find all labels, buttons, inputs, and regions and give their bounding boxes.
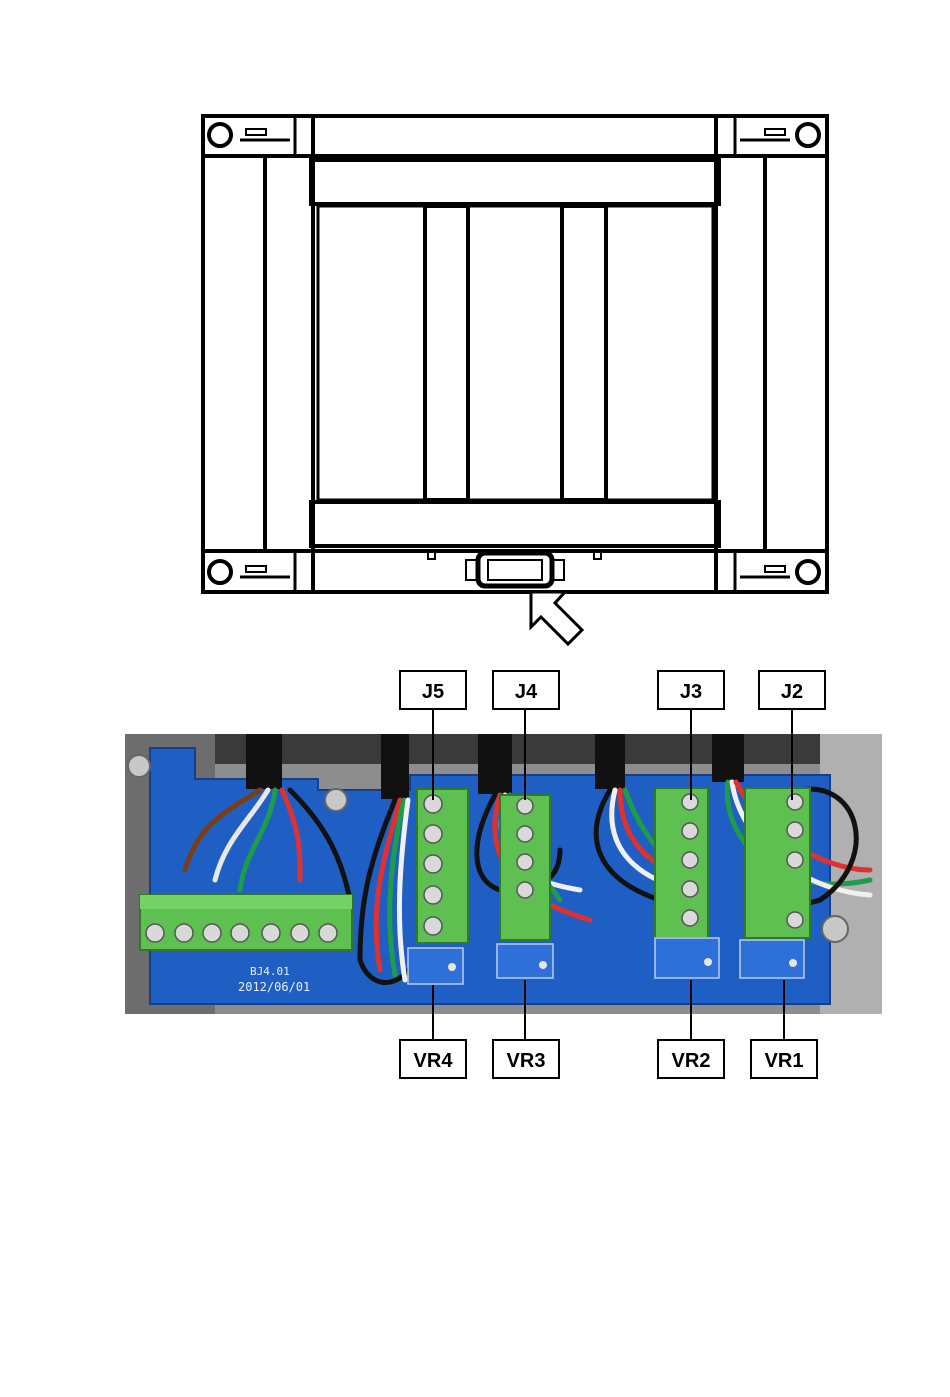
pointer-arrow-icon xyxy=(531,592,582,644)
pcb-photo xyxy=(125,734,882,1014)
connector-label-j4: J4 xyxy=(493,671,559,709)
svg-text:VR3: VR3 xyxy=(507,1050,546,1072)
load-cell-foot-top-right xyxy=(740,124,819,146)
load-cell-foot-top-left xyxy=(209,124,290,146)
connector-label-j5: J5 xyxy=(400,671,466,709)
trimmer-label-vr1: VR1 xyxy=(751,1040,817,1078)
svg-text:VR4: VR4 xyxy=(414,1050,454,1072)
connector-label-j2: J2 xyxy=(759,671,825,709)
svg-text:VR2: VR2 xyxy=(672,1050,711,1072)
svg-text:J4: J4 xyxy=(515,681,538,703)
trimmer-label-vr4: VR4 xyxy=(400,1040,466,1078)
connector-label-j3: J3 xyxy=(658,671,724,709)
svg-text:J3: J3 xyxy=(680,681,702,703)
svg-text:VR1: VR1 xyxy=(765,1050,804,1072)
board-date-text: 2012/06/01 xyxy=(238,980,310,994)
svg-text:J2: J2 xyxy=(781,681,803,703)
board-model-text: BJ4.01 xyxy=(250,965,290,978)
scale-frame-drawing xyxy=(203,116,827,592)
load-cell-foot-bottom-left xyxy=(209,561,290,583)
trimmer-label-vr3: VR3 xyxy=(493,1040,559,1078)
trimmer-label-vr2: VR2 xyxy=(658,1040,724,1078)
load-cell-foot-bottom-right xyxy=(740,561,819,583)
svg-text:J5: J5 xyxy=(422,681,444,703)
junction-box-outline xyxy=(428,551,601,586)
